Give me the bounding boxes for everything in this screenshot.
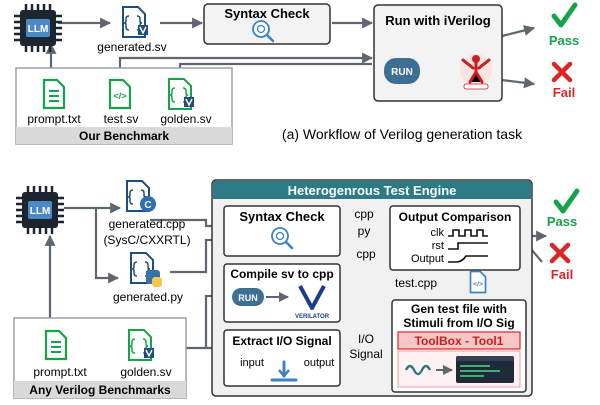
verilator-logo-icon — [298, 285, 326, 310]
our-benchmark-label: Our Benchmark — [79, 129, 169, 143]
extract-output-label: output — [304, 357, 335, 369]
output-comparison-title: Output Comparison — [399, 210, 512, 224]
golden-sv-label: golden.sv — [160, 112, 211, 126]
cross-icon-2 — [552, 245, 568, 261]
any-benchmarks-label: Any Verilog Benchmarks — [29, 383, 171, 397]
verilog-file-icon — [122, 6, 149, 38]
gen-test-title-2: Stimuli from I/O Sig — [403, 316, 514, 330]
check-icon — [554, 5, 575, 25]
run-button-2 — [232, 288, 264, 306]
io-label-2: Signal — [349, 347, 382, 361]
output-signal-label: Output — [411, 253, 444, 265]
red-mascot-icon — [460, 54, 492, 90]
fail-label: Fail — [553, 85, 575, 100]
text-file-icon — [42, 78, 66, 110]
code-file-icon-2: </> — [469, 270, 487, 294]
test-engine-title: Heterogenrous Test Engine — [288, 183, 457, 198]
rst-label: rst — [432, 240, 444, 252]
llm-label-2: LLM — [30, 206, 51, 217]
python-file-icon — [130, 252, 162, 287]
run-button-label-2: RUN — [238, 293, 258, 303]
svg-text:C: C — [144, 200, 151, 211]
generated-sv-label: generated.sv — [97, 40, 166, 54]
run-iverilog-title: Run with iVerilog — [385, 13, 491, 28]
gen-test-title-1: Gen test file with — [411, 302, 507, 316]
compile-title: Compile sv to cpp — [230, 267, 333, 281]
wave-icon — [404, 364, 432, 376]
terminal-icon — [456, 356, 514, 383]
cross-icon — [554, 64, 570, 80]
generated-cpp-sublabel: (SysC/CXXRTL) — [103, 233, 190, 247]
verilator-label: VERILATOR — [295, 314, 330, 320]
toolbox-banner — [397, 331, 521, 350]
svg-text:</>: </> — [473, 281, 483, 288]
waveform-icon — [448, 229, 488, 263]
extract-box — [223, 329, 341, 387]
test-sv-label: test.sv — [104, 112, 139, 126]
fail-label-2: Fail — [551, 267, 573, 282]
caption-a: (a) Workflow of Verilog generation task — [282, 126, 523, 142]
pass-label: Pass — [549, 33, 579, 48]
cpp-file-icon: C — [126, 180, 156, 212]
syntax-check-title: Syntax Check — [224, 6, 310, 21]
check-icon-2 — [556, 191, 577, 211]
toolbox-label: ToolBox - Tool1 — [415, 334, 504, 348]
any-benchmarks-bar — [14, 381, 186, 398]
io-label-1: I/O — [358, 332, 374, 346]
test-cpp-label: test.cpp — [395, 276, 437, 290]
generated-py-label: generated.py — [113, 290, 183, 304]
run-button-label: RUN — [391, 67, 413, 78]
syntax-check-title-2: Syntax Check — [239, 209, 325, 224]
pass-label-2: Pass — [547, 214, 577, 229]
code-file-icon — [108, 78, 132, 110]
clk-label: clk — [431, 227, 445, 239]
extract-input-label: input — [240, 357, 264, 369]
llm-label: LLM — [28, 24, 49, 35]
run-button — [384, 58, 420, 84]
golden-sv-label-2: golden.sv — [120, 365, 171, 379]
generated-cpp-label: generated.cpp — [109, 217, 186, 231]
llm-chip-icon: LLM — [12, 2, 64, 54]
text-file-icon-2 — [44, 329, 68, 361]
extract-title: Extract I/O Signal — [232, 334, 331, 348]
py-edge-label: py — [358, 224, 371, 238]
cpp-edge-label-2: cpp — [356, 247, 376, 261]
cpp-edge-label: cpp — [354, 207, 374, 221]
prompt-txt-label: prompt.txt — [27, 112, 81, 126]
signal-extract-icon — [270, 360, 298, 382]
test-engine-header — [213, 181, 531, 199]
output-comparison-box — [389, 205, 521, 271]
llm-chip-icon-2: LLM — [14, 184, 66, 236]
prompt-txt-label-2: prompt.txt — [33, 365, 87, 379]
our-benchmark-bar — [16, 127, 232, 144]
